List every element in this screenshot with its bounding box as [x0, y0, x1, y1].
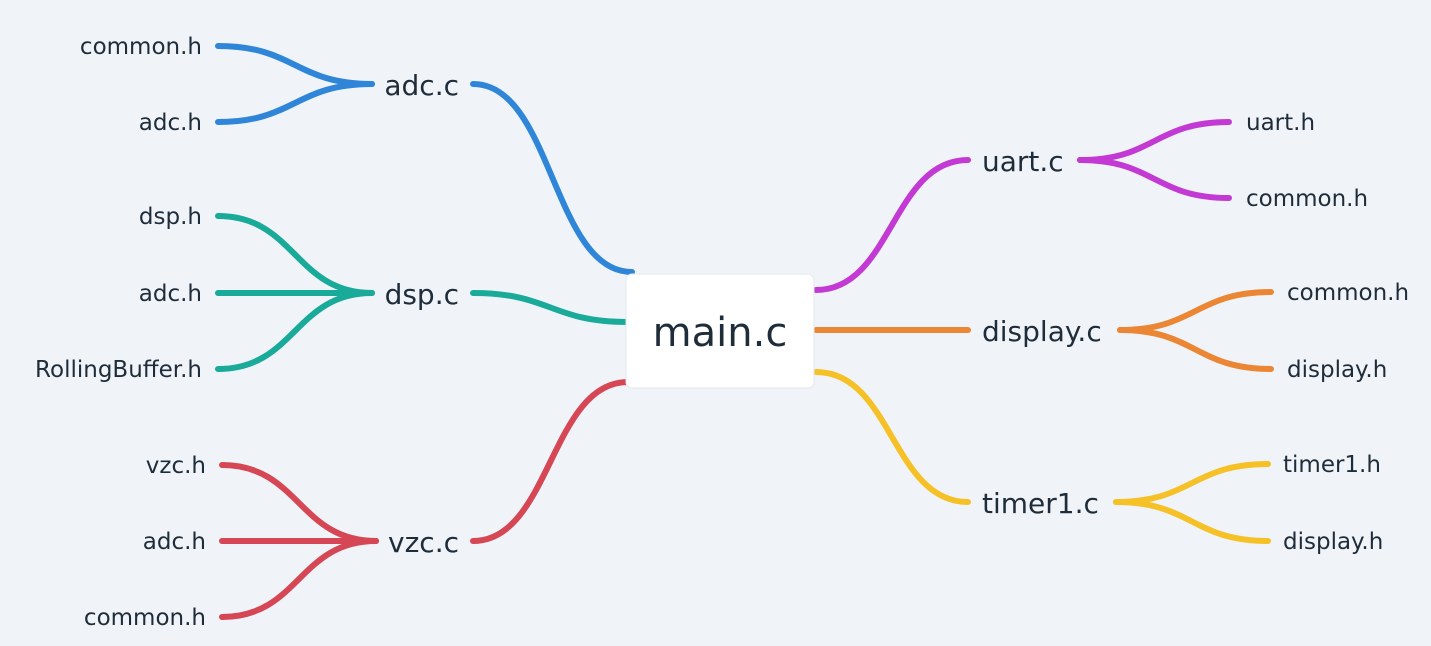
labels-layer: adc.ccommon.hadc.hdsp.cdsp.hadc.hRolling… [35, 34, 1409, 631]
edge-display-c-display-h [1117, 327, 1274, 372]
edge-root-vzc-c [470, 379, 631, 544]
leaf-node-vzc-c-vzc-h[interactable]: vzc.h [146, 453, 206, 479]
edge-vzc-c-common-h [219, 538, 379, 620]
leaf-node-dsp-c-rollingbuffer-h[interactable]: RollingBuffer.h [35, 357, 202, 383]
root-node-box [625, 273, 815, 389]
branch-node-uart-c[interactable]: uart.c [982, 145, 1064, 178]
edge-dsp-c-dsp-h [215, 213, 375, 296]
branch-node-timer1-c[interactable]: timer1.c [982, 487, 1099, 520]
root-node-label: main.c [653, 310, 788, 356]
edge-uart-c-uart-h [1077, 119, 1232, 163]
edge-root-timer1-c [813, 369, 971, 505]
edge-root-uart-c [813, 157, 971, 293]
edges-layer [215, 43, 1274, 620]
edge-uart-c-common-h [1077, 157, 1232, 201]
edge-adc-c-adc-h [215, 81, 375, 125]
branch-node-vzc-c[interactable]: vzc.c [388, 526, 459, 559]
leaf-node-adc-c-adc-h[interactable]: adc.h [139, 110, 202, 136]
leaf-node-vzc-c-adc-h[interactable]: adc.h [143, 529, 206, 555]
branch-node-adc-c[interactable]: adc.c [384, 69, 459, 102]
leaf-node-timer1-c-display-h[interactable]: display.h [1283, 529, 1383, 555]
edge-timer1-c-timer1-h [1113, 461, 1271, 505]
leaf-node-display-c-common-h[interactable]: common.h [1287, 280, 1409, 306]
leaf-node-dsp-c-dsp-h[interactable]: dsp.h [139, 204, 202, 230]
edge-timer1-c-display-h [1113, 499, 1271, 544]
root-node[interactable]: main.c [625, 273, 815, 389]
branch-node-dsp-c[interactable]: dsp.c [385, 278, 459, 311]
edge-adc-c-common-h [215, 43, 375, 87]
leaf-node-dsp-c-adc-h[interactable]: adc.h [139, 281, 202, 307]
leaf-node-adc-c-common-h[interactable]: common.h [80, 34, 202, 60]
leaf-node-vzc-c-common-h[interactable]: common.h [84, 605, 206, 631]
leaf-node-timer1-c-timer1-h[interactable]: timer1.h [1283, 452, 1381, 478]
edge-display-c-common-h [1117, 289, 1274, 333]
leaf-node-display-c-display-h[interactable]: display.h [1287, 357, 1387, 383]
leaf-node-uart-c-common-h[interactable]: common.h [1246, 186, 1368, 212]
edge-root-adc-c [470, 81, 635, 275]
leaf-node-uart-c-uart-h[interactable]: uart.h [1246, 110, 1315, 136]
branch-node-display-c[interactable]: display.c [982, 315, 1102, 348]
edge-vzc-c-vzc-h [219, 462, 379, 544]
edge-dsp-c-rollingbuffer-h [215, 290, 375, 372]
edge-root-dsp-c [470, 290, 631, 325]
